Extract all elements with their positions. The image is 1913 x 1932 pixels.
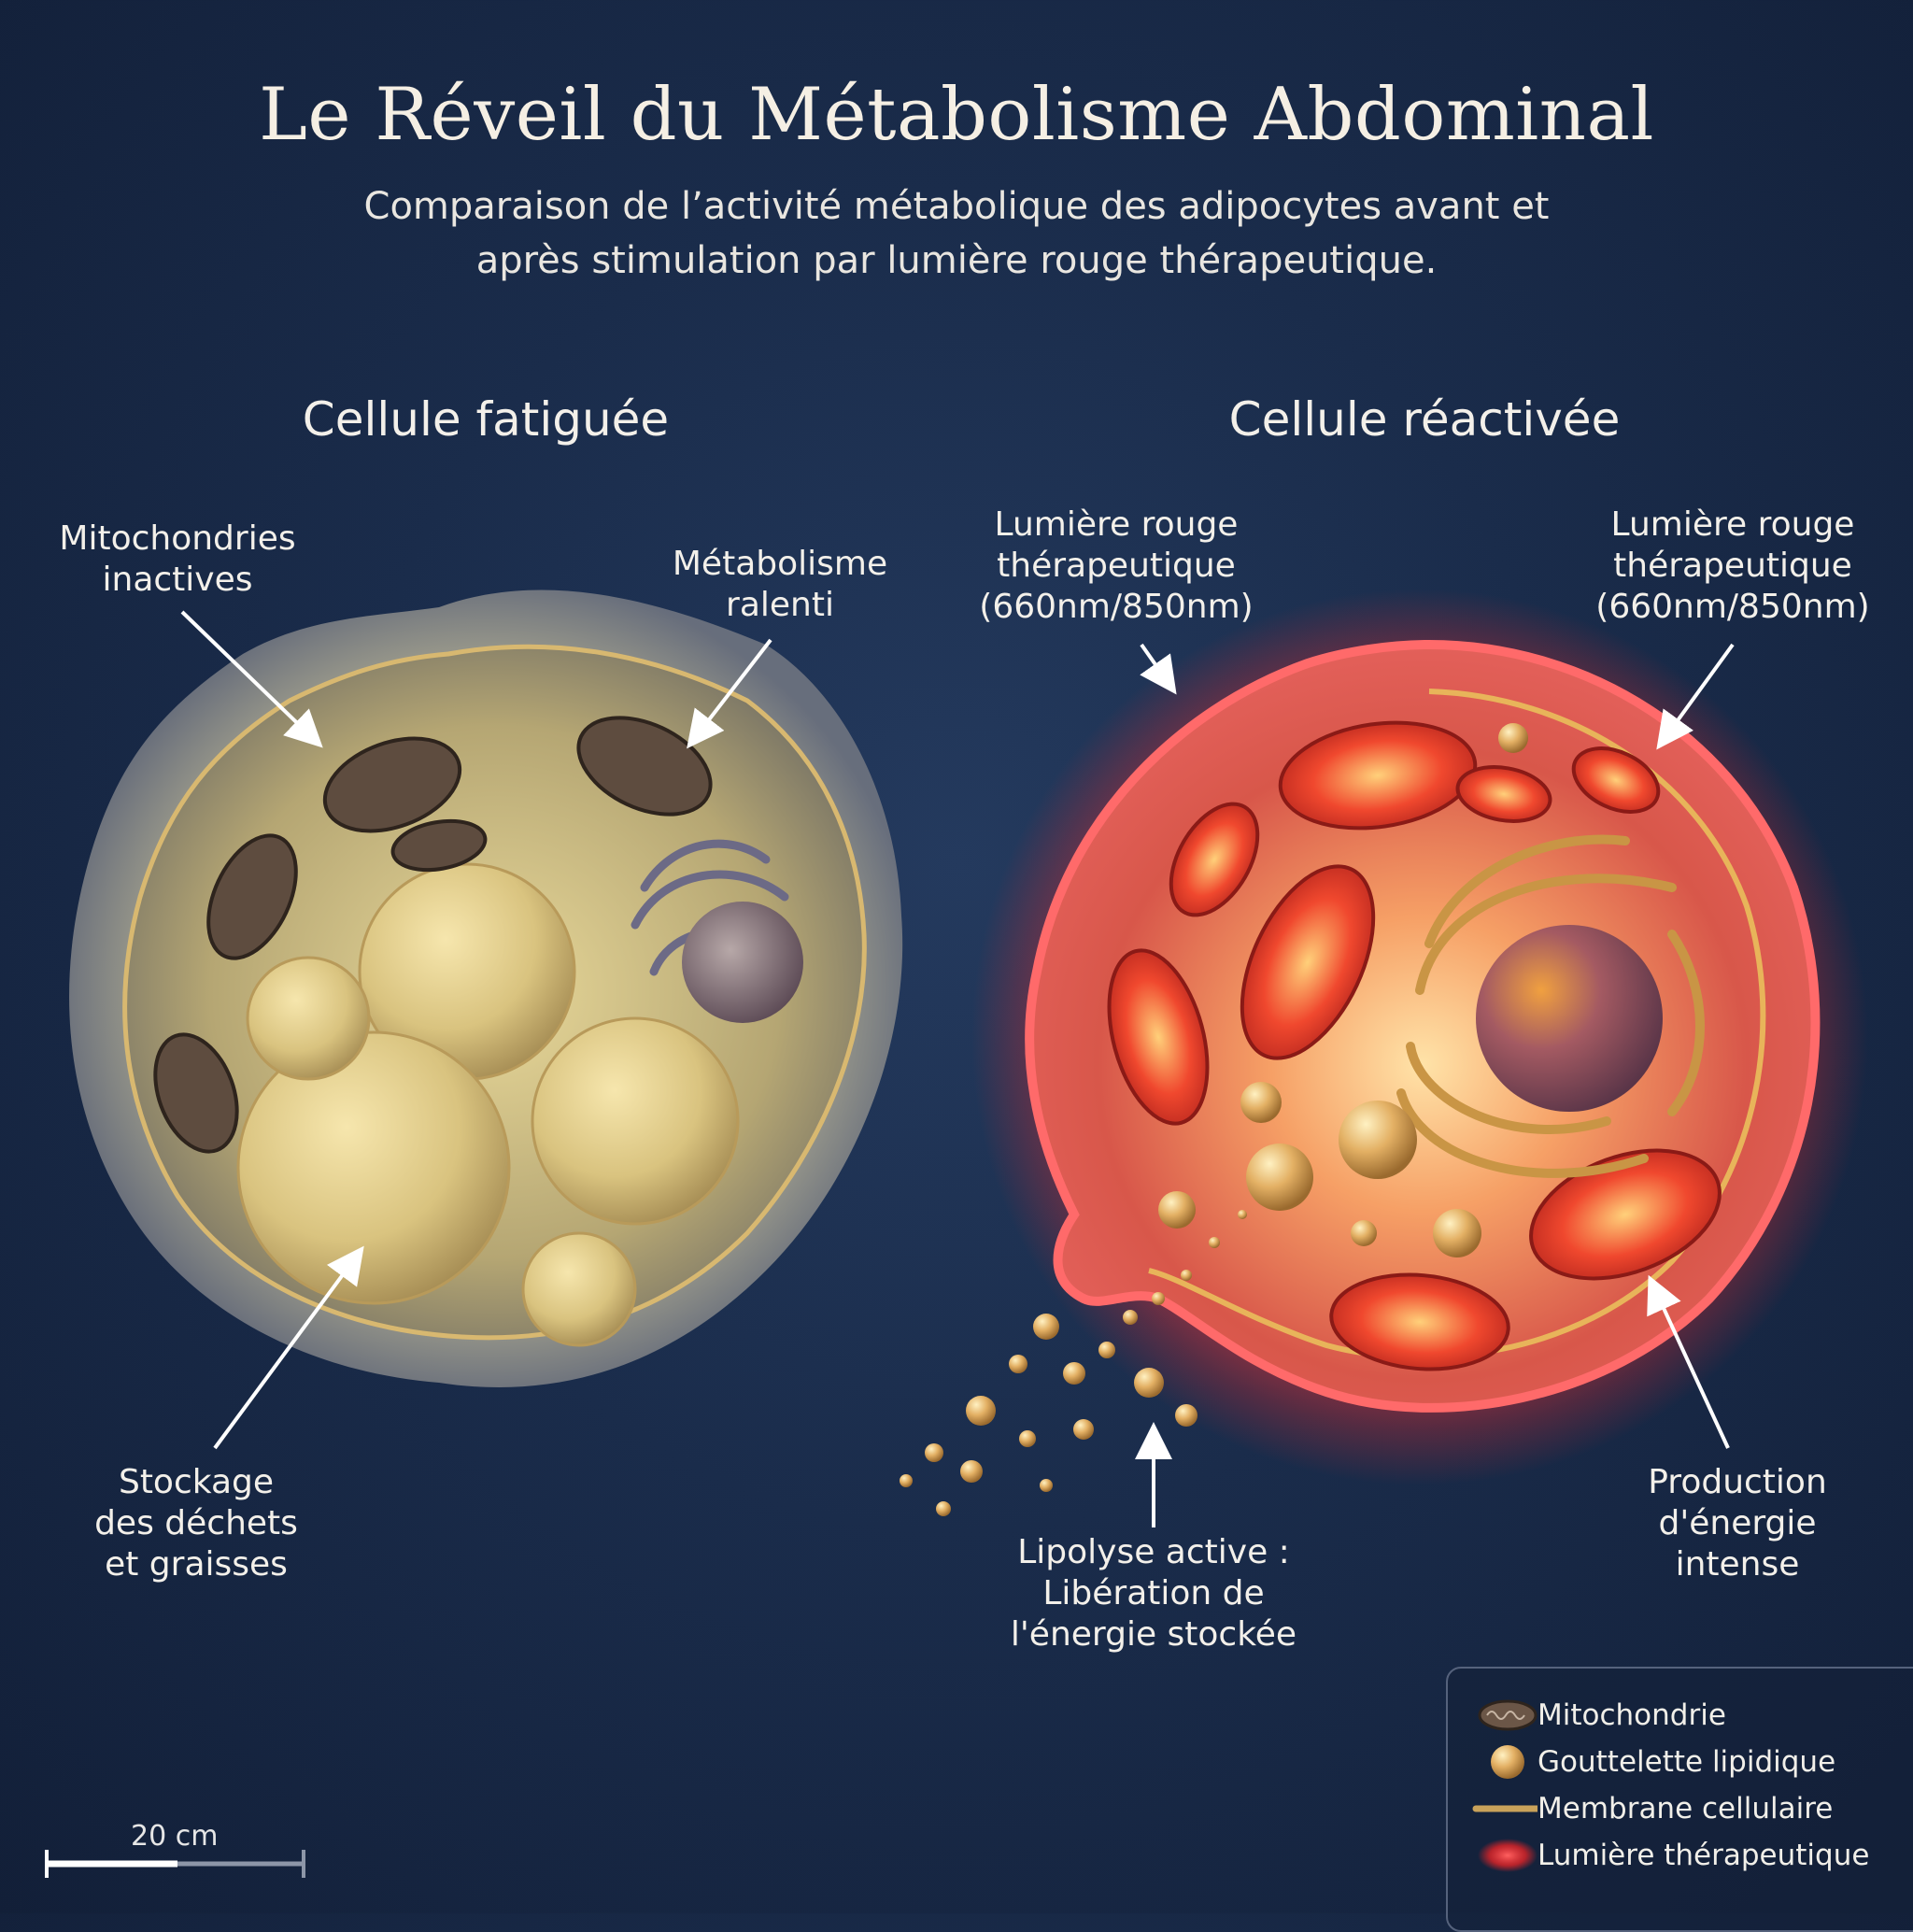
legend-label: Gouttelette lipidique <box>1537 1745 1835 1779</box>
label-inactive-mitochondria: Mitochondries inactives <box>37 519 318 601</box>
scale-bar <box>47 1850 304 1878</box>
legend-item-therapeutic-light: Lumière thérapeutique <box>1448 1835 1869 1876</box>
lipid-droplet-icon <box>1448 1741 1537 1783</box>
label-therapeutic-light-right: Lumière rouge thérapeutique (660nm/850nm… <box>1579 504 1887 628</box>
legend-item-membrane: Membrane cellulaire <box>1448 1788 1833 1829</box>
label-therapeutic-light-left: Lumière rouge thérapeutique (660nm/850nm… <box>962 504 1270 628</box>
label-slowed-metabolism: Métabolisme ralenti <box>645 544 915 626</box>
label-active-lipolysis: Lipolyse active : Libération de l'énergi… <box>990 1532 1317 1655</box>
fatigued-cell <box>69 590 902 1387</box>
heading-reactivated-cell: Cellule réactivée <box>1168 392 1681 447</box>
lipid-droplet <box>248 958 369 1079</box>
heading-fatigued-cell: Cellule fatiguée <box>234 392 738 447</box>
page-subtitle: Comparaison de l’activité métabolique de… <box>234 179 1679 288</box>
membrane-line-icon <box>1448 1788 1537 1829</box>
legend-item-lipid-droplet: Gouttelette lipidique <box>1448 1741 1835 1783</box>
reactivated-nucleus <box>1476 925 1663 1112</box>
lipid-droplet <box>532 1018 738 1224</box>
label-waste-fat-storage: Stockage des déchets et graisses <box>65 1462 327 1585</box>
fatigued-nucleus <box>682 902 803 1023</box>
legend-item-mitochondria: Mitochondrie <box>1448 1695 1726 1736</box>
reactivated-cell <box>900 589 1868 1516</box>
red-glow-icon <box>1448 1835 1537 1876</box>
legend-label: Lumière thérapeutique <box>1537 1839 1869 1872</box>
legend: Mitochondrie Gouttelette lipidique Membr… <box>1446 1667 1913 1932</box>
mitochondria-icon <box>1448 1695 1537 1736</box>
page-title: Le Réveil du Métabolisme Abdominal <box>0 73 1913 157</box>
scale-bar-label: 20 cm <box>131 1820 218 1853</box>
legend-label: Membrane cellulaire <box>1537 1792 1833 1825</box>
legend-label: Mitochondrie <box>1537 1698 1726 1732</box>
label-intense-energy-production: Production d'énergie intense <box>1597 1462 1878 1585</box>
lipid-droplet <box>523 1233 635 1345</box>
